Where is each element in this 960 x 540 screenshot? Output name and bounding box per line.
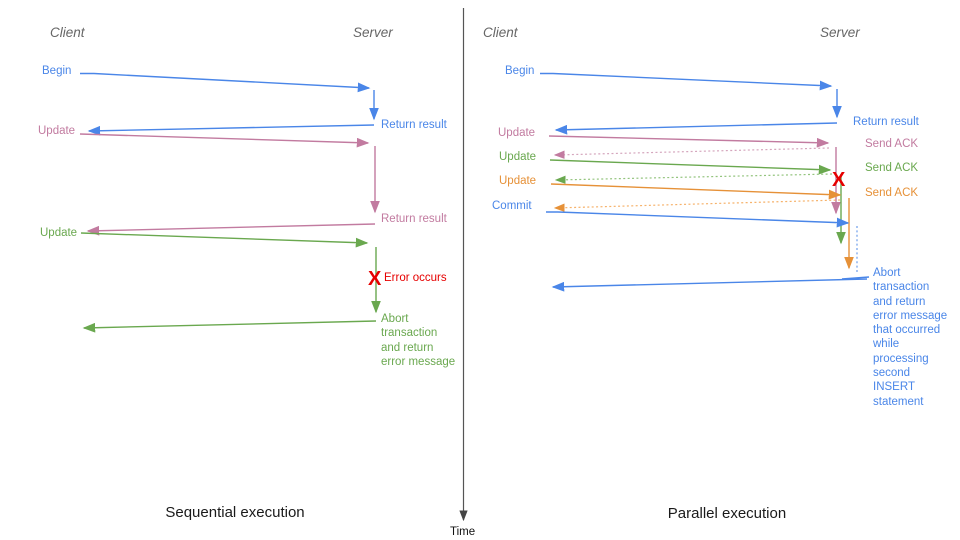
par-send-ack-3-arrow bbox=[553, 199, 841, 212]
par-send-ack-1-label: Send ACK bbox=[865, 138, 919, 150]
par-arrows bbox=[540, 72, 870, 292]
par-abort-line: Abort bbox=[873, 267, 901, 279]
par-update-2-arrow bbox=[549, 159, 832, 175]
par-abort-line: that occurred bbox=[873, 324, 941, 337]
time-axis-label: Time bbox=[450, 526, 476, 538]
seq-abort-line: Abort bbox=[381, 313, 409, 325]
par-abort-line: processing bbox=[873, 352, 929, 365]
seq-abort-line: transaction bbox=[381, 327, 438, 340]
par-abort-line: and return bbox=[873, 295, 926, 308]
seq-begin-arrow bbox=[80, 72, 371, 93]
par-return-result-arrow bbox=[554, 122, 838, 135]
seq-begin-label: Begin bbox=[42, 65, 72, 77]
seq-abort-line: and return bbox=[381, 341, 434, 354]
par-abort-line: while bbox=[873, 338, 900, 351]
par-update-2-label: Update bbox=[499, 151, 537, 163]
par-update-3-arrow bbox=[550, 183, 842, 200]
seq-update-1-label: Update bbox=[38, 125, 76, 137]
seq-update-1-arrow bbox=[79, 133, 370, 148]
seq-abort-arrow bbox=[82, 320, 377, 333]
seq-update-2-label: Update bbox=[40, 227, 78, 239]
par-abort-line: transaction bbox=[873, 281, 930, 294]
par-send-ack-1-arrow bbox=[553, 147, 830, 159]
seq-return-result-2-arrow bbox=[86, 223, 376, 236]
par-commit-arrow bbox=[546, 211, 850, 228]
seq-error-occurs-label: Error occurs bbox=[384, 272, 447, 284]
seq-error-x-mark: X bbox=[368, 268, 382, 290]
par-begin-arrow bbox=[540, 72, 833, 91]
sequential-caption: Sequential execution bbox=[165, 504, 305, 521]
seq-return-result-1-label: Return result bbox=[381, 119, 447, 131]
seq-client-header: Client bbox=[50, 25, 85, 40]
par-commit-label: Commit bbox=[492, 200, 532, 212]
par-abort-line: INSERT bbox=[873, 381, 915, 394]
par-abort-message: Abort transaction and return error messa… bbox=[873, 266, 947, 409]
seq-arrows bbox=[79, 72, 381, 333]
par-return-result-label: Return result bbox=[853, 116, 919, 128]
par-send-ack-2-arrow bbox=[554, 173, 833, 184]
par-client-header: Client bbox=[483, 25, 518, 40]
par-abort-line: second bbox=[873, 367, 911, 380]
par-abort-line: statement bbox=[873, 395, 924, 408]
par-abort-arrow bbox=[551, 278, 868, 292]
par-error-x-mark: X bbox=[832, 169, 846, 191]
seq-server-header: Server bbox=[353, 25, 393, 40]
par-update-1-arrow bbox=[548, 135, 830, 148]
seq-return-result-2-label: Return result bbox=[381, 213, 447, 225]
par-update-3-label: Update bbox=[499, 175, 537, 187]
seq-return-result-1-arrow bbox=[87, 124, 375, 136]
par-abort-line: error message bbox=[873, 309, 948, 322]
par-abort-tick-line bbox=[841, 276, 870, 280]
par-send-ack-2-label: Send ACK bbox=[865, 162, 919, 174]
par-begin-label: Begin bbox=[505, 65, 535, 77]
par-update-1-label: Update bbox=[498, 127, 536, 139]
seq-update-2-arrow bbox=[80, 232, 369, 248]
seq-abort-message: Abort transaction and return error messa… bbox=[381, 312, 455, 369]
seq-abort-line: error message bbox=[381, 355, 456, 368]
parallel-caption: Parallel execution bbox=[667, 505, 787, 522]
par-send-ack-3-label: Send ACK bbox=[865, 187, 919, 199]
par-server-header: Server bbox=[820, 25, 860, 40]
